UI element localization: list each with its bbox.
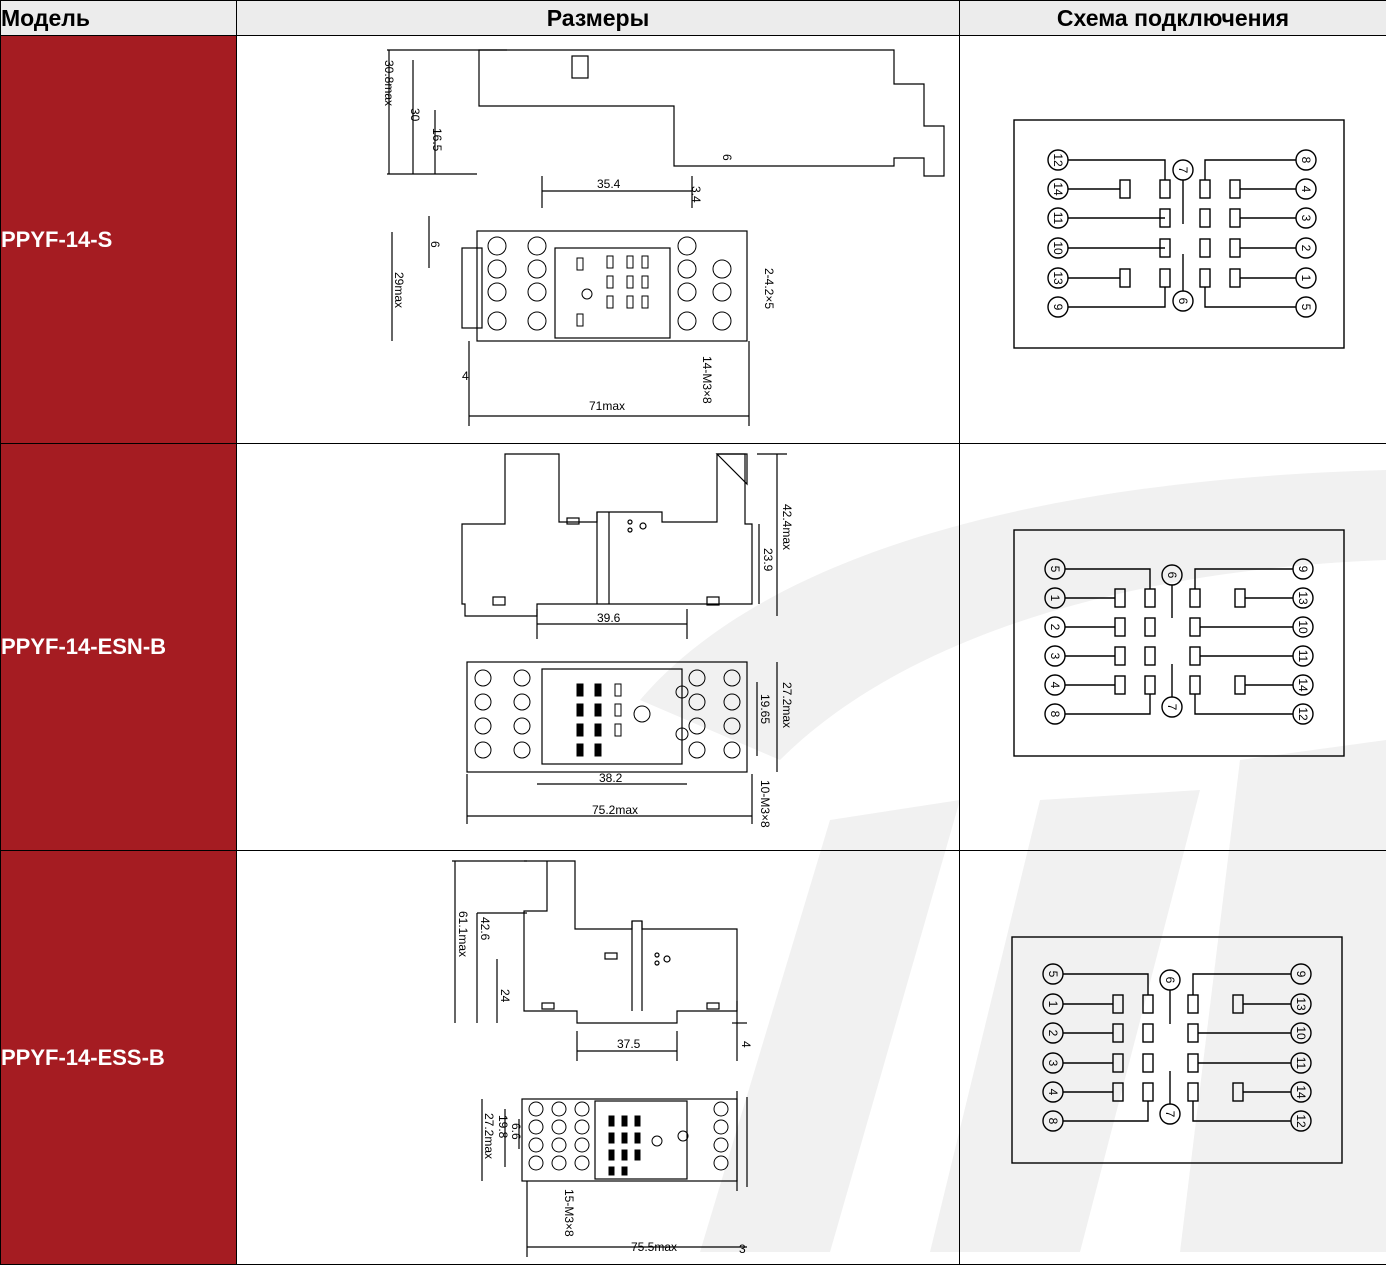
- wiring-diagram: 5 1 2 3 4 8 6 7 9 13 10 11 14 12: [960, 444, 1386, 851]
- pin-label: 5: [1299, 304, 1313, 311]
- pin-label: 4: [1299, 186, 1313, 193]
- header-model: Модель: [1, 1, 237, 36]
- pin-label: 1: [1046, 1001, 1060, 1008]
- pin-label: 4: [1048, 682, 1062, 689]
- pin-label: 2: [1046, 1030, 1060, 1037]
- pin-label: 14: [1294, 1085, 1308, 1099]
- dim-label: 3: [739, 1242, 746, 1256]
- pin-label: 13: [1296, 591, 1310, 605]
- dim-label: 27.2max: [780, 682, 794, 728]
- pin-label: 10: [1294, 1026, 1308, 1040]
- dim-label: 71max: [589, 399, 625, 413]
- dim-label: 29max: [392, 272, 406, 308]
- pin-label: 3: [1048, 653, 1062, 660]
- dimension-drawing: 61.1max 42.6 24 37.5 4: [237, 851, 960, 1265]
- dim-label: 30.8max: [382, 60, 396, 106]
- pin-label: 1: [1299, 275, 1313, 282]
- dim-label: 3.4: [689, 186, 703, 203]
- dim-label: 19.8: [496, 1115, 510, 1139]
- pin-label: 13: [1294, 997, 1308, 1011]
- pin-label: 3: [1299, 215, 1313, 222]
- dim-label: 38.2: [599, 771, 623, 785]
- dim-label: 6.6: [509, 1123, 523, 1140]
- model-name: PPYF-14-S: [1, 36, 237, 444]
- dim-label: 27.2max: [482, 1113, 496, 1159]
- dim-label: 24: [498, 989, 512, 1003]
- pin-label: 7: [1163, 1111, 1177, 1118]
- pin-label: 9: [1051, 304, 1065, 311]
- wiring-diagram: 12 14 11 10 13 9 7 6 8 4 3 2 1 5: [960, 36, 1386, 444]
- pin-label: 2: [1048, 624, 1062, 631]
- pin-label: 6: [1176, 298, 1190, 305]
- pin-label: 14: [1051, 182, 1065, 196]
- dim-label: 14-M3×8: [700, 356, 714, 404]
- header-dimensions: Размеры: [237, 1, 960, 36]
- pin-label: 13: [1051, 271, 1065, 285]
- model-name: PPYF-14-ESS-B: [1, 851, 237, 1265]
- dim-label: 35.4: [597, 177, 621, 191]
- pin-label: 7: [1176, 167, 1190, 174]
- pin-label: 8: [1048, 711, 1062, 718]
- dim-label: 37.5: [617, 1037, 641, 1051]
- pin-label: 1: [1048, 595, 1062, 602]
- wiring-diagram: 5 1 2 3 4 8 6 7 9 13 10 11 14 12: [960, 851, 1386, 1265]
- dimension-drawing: 30.8max 30 16.5 6 35.4 3.4: [237, 36, 960, 444]
- pin-label: 9: [1296, 566, 1310, 573]
- dim-label: 16.5: [430, 128, 444, 152]
- header-wiring: Схема подключения: [960, 1, 1386, 36]
- pin-label: 14: [1296, 678, 1310, 692]
- dim-label: 42.4max: [780, 504, 794, 550]
- pin-label: 2: [1299, 245, 1313, 252]
- dimension-drawing: 42.4max 23.9 39.6: [237, 444, 960, 851]
- dim-label: 4: [462, 369, 469, 383]
- dim-label: 61.1max: [456, 911, 470, 957]
- pin-label: 12: [1294, 1114, 1308, 1128]
- dim-label: 6: [720, 154, 734, 161]
- dim-label: 39.6: [597, 611, 621, 625]
- pin-label: 12: [1051, 153, 1065, 167]
- pin-label: 7: [1165, 704, 1179, 711]
- table-row: PPYF-14-ESN-B 42.4max 23.9 39.6: [1, 444, 1386, 851]
- dim-label: 19.65: [758, 694, 772, 724]
- pin-label: 3: [1046, 1060, 1060, 1067]
- pin-label: 10: [1051, 241, 1065, 255]
- model-name: PPYF-14-ESN-B: [1, 444, 237, 851]
- pin-label: 4: [1046, 1089, 1060, 1096]
- dim-label: 10-M3×8: [758, 780, 772, 828]
- dim-label: 6: [428, 241, 442, 248]
- pin-label: 10: [1296, 620, 1310, 634]
- dim-label: 75.2max: [592, 803, 638, 817]
- pin-label: 11: [1294, 1057, 1308, 1070]
- dim-label: 2-4.2×5: [762, 268, 776, 309]
- table-row: PPYF-14-ESS-B 61.1max 42.6 24 37.5 4: [1, 851, 1386, 1265]
- pin-label: 5: [1048, 566, 1062, 573]
- dim-label: 42.6: [478, 917, 492, 941]
- pin-label: 5: [1046, 971, 1060, 978]
- pin-label: 6: [1165, 572, 1179, 579]
- dim-label: 23.9: [761, 548, 775, 572]
- table-row: PPYF-14-S 30.8max 30 16.5 6 35.4 3.4: [1, 36, 1386, 444]
- pin-label: 6: [1163, 977, 1177, 984]
- pin-label: 12: [1296, 707, 1310, 721]
- pin-label: 8: [1299, 157, 1313, 164]
- pin-label: 9: [1294, 971, 1308, 978]
- dim-label: 15-M3×8: [562, 1189, 576, 1237]
- dim-label: 4: [739, 1041, 753, 1048]
- pin-label: 11: [1296, 650, 1310, 663]
- pin-label: 8: [1046, 1118, 1060, 1125]
- pin-label: 11: [1051, 212, 1065, 225]
- dim-label: 30: [408, 108, 422, 122]
- table-header-row: Модель Размеры Схема подключения: [1, 1, 1386, 36]
